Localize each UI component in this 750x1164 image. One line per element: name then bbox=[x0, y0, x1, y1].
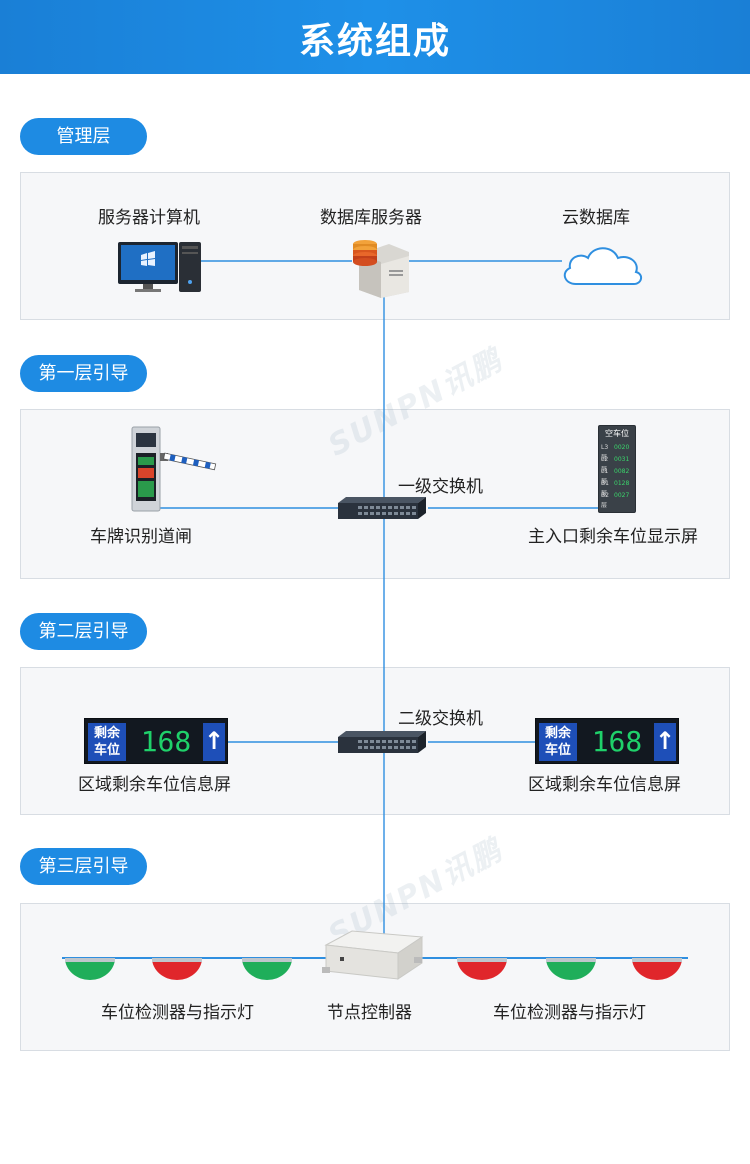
zone-sign-label: 剩余 车位 bbox=[88, 723, 126, 761]
label-detector-left: 车位检测器与指示灯 bbox=[101, 1003, 254, 1023]
label-detector-right: 车位检测器与指示灯 bbox=[493, 1003, 646, 1023]
indicator-light-red-3 bbox=[632, 958, 682, 980]
computer-icon bbox=[118, 242, 201, 292]
label-plate-gate: 车牌识别道闸 bbox=[90, 527, 192, 547]
indicator-light-green-2 bbox=[242, 958, 292, 980]
layer-pill-second: 第二层引导 bbox=[20, 613, 147, 650]
zone-sign-text-2: 车位 bbox=[544, 743, 571, 758]
display-sign-title: 空车位 bbox=[605, 429, 629, 438]
label-switch-level2: 二级交换机 bbox=[398, 709, 483, 729]
zone-sign-text-2: 车位 bbox=[93, 743, 120, 758]
display-row-floor: B2层 bbox=[601, 492, 609, 509]
display-row-floor: L3层 bbox=[601, 444, 609, 461]
entrance-display-sign: 空车位 L3层 0020 L2层 0031 L1层 0082 B1层 0128 … bbox=[598, 425, 636, 513]
display-row: L3层 0020 bbox=[601, 443, 633, 461]
display-row-count: 0128 bbox=[614, 480, 630, 487]
parking-indicators bbox=[65, 958, 682, 980]
page-title: 系统组成 bbox=[298, 21, 451, 62]
network-switch-icon bbox=[338, 497, 426, 519]
label-entrance-display: 主入口剩余车位显示屏 bbox=[528, 527, 698, 547]
display-row-floor: L1层 bbox=[601, 468, 609, 485]
zone-sign-text-1: 剩余 bbox=[93, 726, 120, 741]
display-row: L2层 0031 bbox=[601, 455, 633, 473]
zone-sign-text-1: 剩余 bbox=[544, 726, 571, 741]
display-row-count: 0020 bbox=[614, 444, 630, 451]
layer-pill-third: 第三层引导 bbox=[20, 848, 147, 885]
barrier-gate-icon bbox=[131, 426, 217, 512]
zone-sign-left: 剩余 车位 168 ↑ bbox=[84, 718, 228, 764]
header-banner: 系统组成 bbox=[0, 0, 750, 74]
label-cloud-db: 云数据库 bbox=[562, 208, 630, 228]
label-server-computer: 服务器计算机 bbox=[98, 208, 200, 228]
display-row: B1层 0128 bbox=[601, 479, 633, 497]
layer-pill-first: 第一层引导 bbox=[20, 355, 147, 392]
zone-sign-number: 168 bbox=[591, 725, 643, 758]
label-db-server: 数据库服务器 bbox=[320, 208, 422, 228]
display-row: L1层 0082 bbox=[601, 467, 633, 485]
panel-third-layer bbox=[20, 903, 730, 1051]
indicator-light-green-3 bbox=[546, 958, 596, 980]
display-row: B2层 0027 bbox=[601, 491, 633, 509]
display-sign-rows: L3层 0020 L2层 0031 L1层 0082 B1层 0128 B2层 … bbox=[601, 443, 633, 509]
up-arrow-icon: ↑ bbox=[654, 723, 676, 761]
display-row-count: 0031 bbox=[614, 456, 630, 463]
indicator-light-red-2 bbox=[457, 958, 507, 980]
label-switch-level1: 一级交换机 bbox=[398, 477, 483, 497]
indicator-light-red-1 bbox=[152, 958, 202, 980]
node-controller-icon bbox=[322, 930, 424, 980]
up-arrow-icon: ↑ bbox=[203, 723, 225, 761]
network-switch-icon bbox=[338, 731, 426, 753]
label-zone-sign-right: 区域剩余车位信息屏 bbox=[528, 775, 681, 795]
zone-sign-number: 168 bbox=[140, 725, 192, 758]
cloud-icon bbox=[563, 247, 642, 285]
display-row-count: 0082 bbox=[614, 468, 630, 475]
indicator-light-green-1 bbox=[65, 958, 115, 980]
database-server-icon bbox=[353, 240, 409, 298]
display-row-floor: B1层 bbox=[601, 480, 609, 497]
display-row-count: 0027 bbox=[614, 492, 630, 499]
label-zone-sign-left: 区域剩余车位信息屏 bbox=[78, 775, 231, 795]
zone-sign-label: 剩余 车位 bbox=[539, 723, 577, 761]
zone-sign-right: 剩余 车位 168 ↑ bbox=[535, 718, 679, 764]
layer-pill-management: 管理层 bbox=[20, 118, 147, 155]
label-node-controller: 节点控制器 bbox=[327, 1003, 412, 1023]
display-row-floor: L2层 bbox=[601, 456, 609, 473]
